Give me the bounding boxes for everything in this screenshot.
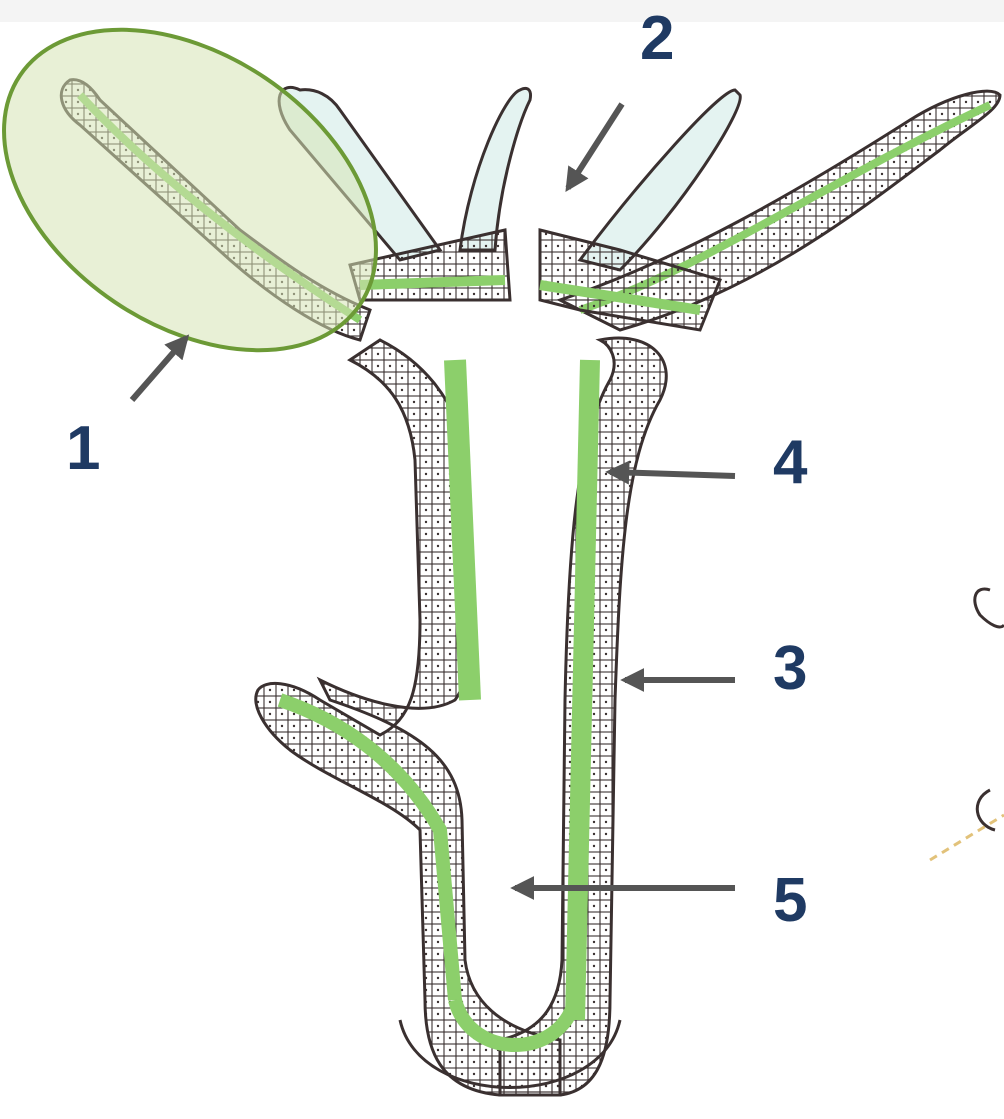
label-1: 1 <box>66 418 100 480</box>
top-band <box>0 0 1004 22</box>
arrow-4 <box>610 472 735 476</box>
label-4: 4 <box>773 432 807 494</box>
side-fragment <box>930 589 1004 860</box>
body-wall-right <box>500 338 666 1095</box>
label-2: 2 <box>640 8 674 70</box>
body-wall-left <box>256 340 560 1095</box>
label-5: 5 <box>773 870 807 932</box>
arrow-1 <box>132 338 186 400</box>
arrow-2 <box>568 104 622 188</box>
label-3: 3 <box>773 638 807 700</box>
